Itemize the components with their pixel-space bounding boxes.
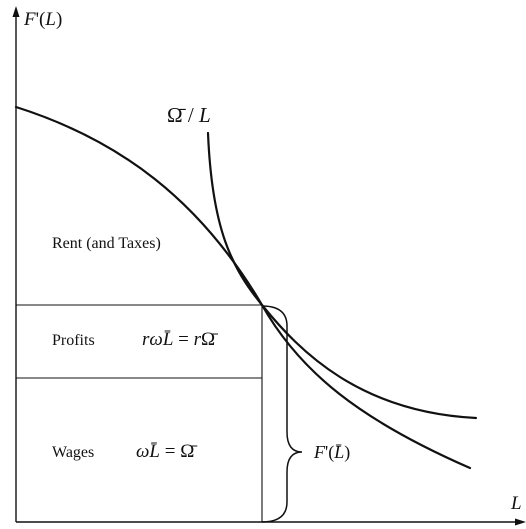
wages-label: Wages <box>52 444 94 461</box>
x-axis-arrowhead <box>515 518 526 526</box>
omega-over-l-label: Ω̄ / L <box>167 103 211 127</box>
y-axis-arrowhead <box>12 6 20 17</box>
brace-label: F'(L̄) <box>313 442 350 463</box>
marginal-product-curve <box>14 105 472 470</box>
x-axis-label: L <box>510 493 522 514</box>
profits-equation: rωL̄ = rΩ̄ <box>142 329 218 350</box>
y-axis-label: F'(L) <box>23 9 62 30</box>
curly-brace <box>261 305 303 523</box>
profits-label: Profits <box>52 332 95 349</box>
omega-over-l-curve <box>206 131 478 420</box>
wages-equation: ωL̄ = Ω̄ <box>136 441 197 462</box>
rent-label: Rent (and Taxes) <box>52 235 161 252</box>
